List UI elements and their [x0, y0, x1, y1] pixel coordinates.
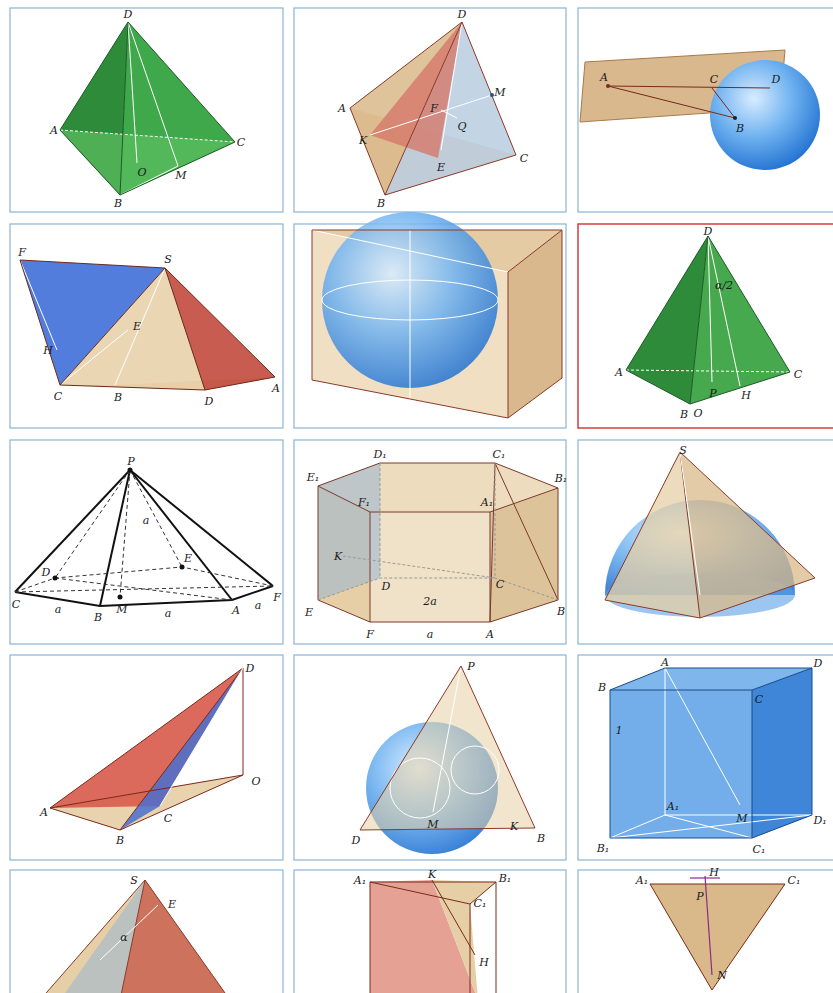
- point-label: M: [494, 87, 505, 98]
- point-label: A: [272, 383, 280, 394]
- point-label: a: [427, 629, 434, 640]
- point-label: P: [696, 891, 703, 902]
- point-label: B: [377, 198, 385, 209]
- point-label: B: [114, 392, 122, 403]
- point-label: O: [251, 776, 260, 787]
- point-label: B₁: [499, 873, 512, 884]
- point-label: Q: [457, 121, 466, 132]
- point-label: B₁: [597, 843, 610, 854]
- point-label: A: [615, 367, 623, 378]
- point-label: C: [164, 813, 172, 824]
- point-label: A: [600, 72, 608, 83]
- point-label: C: [237, 137, 245, 148]
- point-label: a: [143, 515, 150, 526]
- point-label: C: [496, 579, 504, 590]
- point-label: A: [232, 605, 240, 616]
- point-label: D: [772, 74, 781, 85]
- point-label: P: [127, 456, 134, 467]
- point-label: C: [520, 153, 528, 164]
- point-label: C: [710, 74, 718, 85]
- point-label: C: [54, 391, 62, 402]
- point-label: F: [430, 103, 438, 114]
- point-label: M: [736, 813, 747, 824]
- point-label: A₁: [636, 875, 648, 886]
- point-label: C: [755, 694, 763, 705]
- point-label: D: [42, 567, 51, 578]
- point-label: P: [709, 388, 716, 399]
- point-label: A: [50, 125, 58, 136]
- point-label: E₁: [307, 472, 319, 483]
- point-label: C₁: [474, 898, 487, 909]
- point-label: E: [437, 162, 445, 173]
- point-label: a: [165, 608, 172, 619]
- point-label: C: [794, 369, 802, 380]
- point-label: D₁: [373, 449, 386, 460]
- point-label: C: [12, 599, 20, 610]
- point-label: E: [305, 607, 313, 618]
- point-label: K: [428, 869, 436, 880]
- point-label: F: [18, 247, 26, 258]
- point-label: P: [467, 661, 474, 672]
- point-label: D: [124, 9, 133, 20]
- point-label: F₁: [358, 497, 370, 508]
- point-label: H: [479, 957, 489, 968]
- point-label: α: [120, 932, 127, 943]
- point-label: B: [736, 123, 744, 134]
- point-label: E: [133, 321, 141, 332]
- point-label: A₁: [354, 875, 366, 886]
- point-label: A: [40, 807, 48, 818]
- point-label: E: [168, 899, 176, 910]
- point-label: B: [94, 612, 102, 623]
- point-label: M: [116, 604, 127, 615]
- point-label: B: [114, 198, 122, 209]
- point-label: H: [709, 867, 719, 878]
- point-label: M: [175, 170, 186, 181]
- point-label: B: [598, 682, 606, 693]
- point-label: B: [116, 835, 124, 846]
- point-label: a: [255, 600, 262, 611]
- point-label: A₁: [481, 497, 493, 508]
- point-label: M: [427, 819, 438, 830]
- point-label: C₁: [788, 875, 801, 886]
- point-label: B: [557, 606, 565, 617]
- point-label: D: [205, 396, 214, 407]
- point-label: D: [352, 835, 361, 846]
- point-label: a: [55, 604, 62, 615]
- point-label: D: [704, 226, 713, 237]
- point-label: F: [273, 592, 281, 603]
- point-label: α/2: [715, 280, 733, 291]
- point-label: K: [334, 551, 342, 562]
- point-label: B: [537, 833, 545, 844]
- point-label: A: [486, 629, 494, 640]
- point-label: O: [693, 408, 702, 419]
- point-label: N: [717, 970, 727, 981]
- point-label: H: [741, 390, 751, 401]
- point-label: A: [661, 657, 669, 668]
- point-label: D: [458, 9, 467, 20]
- point-label: A₁: [667, 801, 679, 812]
- point-label: B₁: [555, 473, 568, 484]
- point-label: S: [679, 445, 687, 456]
- point-label: K: [359, 135, 367, 146]
- point-label: E: [184, 553, 192, 564]
- point-label: H: [43, 345, 53, 356]
- point-label: D₁: [813, 815, 826, 826]
- point-label: S: [130, 875, 138, 886]
- point-label: K: [510, 821, 518, 832]
- point-label: C₁: [753, 844, 766, 855]
- point-label: S: [164, 254, 172, 265]
- point-label: 1: [616, 725, 623, 736]
- point-label: F: [366, 629, 374, 640]
- point-label: C₁: [493, 449, 506, 460]
- point-label: O: [137, 167, 146, 178]
- point-label: D: [246, 663, 255, 674]
- point-label: D: [382, 581, 391, 592]
- point-label: D: [814, 658, 823, 669]
- point-label: 2a: [423, 596, 437, 607]
- point-label: B: [680, 409, 688, 420]
- point-label: A: [338, 103, 346, 114]
